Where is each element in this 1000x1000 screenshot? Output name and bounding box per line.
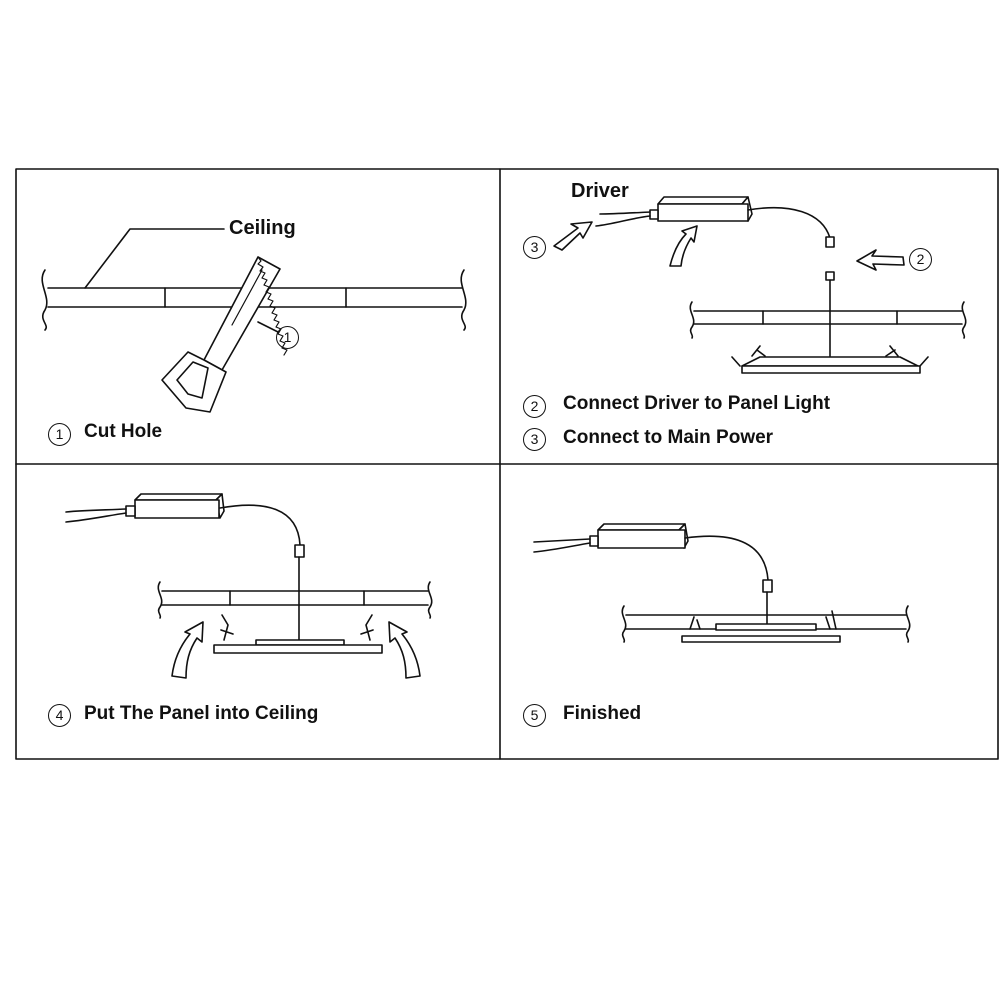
- panel-light: [681, 610, 841, 643]
- arrow-up-driver-icon: [669, 225, 698, 267]
- step-3-caption: Connect to Main Power: [563, 427, 774, 448]
- panel-light: [213, 614, 383, 654]
- driver-input-wires: [595, 211, 651, 227]
- panel-light: [731, 345, 929, 374]
- driver-box: [649, 196, 753, 222]
- saw-icon: [161, 256, 288, 413]
- driver-box: [589, 523, 689, 549]
- ceiling-board: [157, 581, 433, 619]
- step-1-badge: 1: [48, 423, 71, 446]
- arrow-right-up-icon: [388, 621, 421, 679]
- arrow-main-power-icon: [553, 221, 593, 251]
- wire-connector: [762, 579, 773, 593]
- panel-5-finished-illustration: [533, 523, 911, 643]
- driver-label: Driver: [571, 180, 629, 202]
- step-2-caption: Connect Driver to Panel Light: [563, 393, 831, 414]
- panel-2-connect-illustration: [553, 196, 967, 374]
- wire-connector: [294, 544, 305, 558]
- wire-connector-bottom: [825, 271, 835, 281]
- driver-output-wire: [219, 504, 301, 546]
- step-2-badge: 2: [523, 395, 546, 418]
- callout-1-leader-line: [257, 321, 279, 333]
- arrow-left-up-icon: [171, 621, 204, 679]
- step-4-caption: Put The Panel into Ceiling: [84, 703, 319, 724]
- driver-output-wire: [747, 206, 831, 239]
- callout-2-badge: 2: [909, 248, 932, 271]
- ceiling-label: Ceiling: [229, 217, 296, 239]
- driver-input-wires: [533, 538, 591, 553]
- ceiling-board: [689, 301, 967, 339]
- panel-4-insert-illustration: [65, 493, 433, 679]
- callout-1-badge: 1: [276, 326, 299, 349]
- wire-connector-top: [825, 236, 835, 248]
- arrow-connect-panel-icon: [856, 249, 905, 271]
- callout-3-badge: 3: [523, 236, 546, 259]
- step-1-caption: Cut Hole: [84, 421, 163, 442]
- step-4-badge: 4: [48, 704, 71, 727]
- driver-input-wires: [65, 508, 127, 523]
- driver-box: [125, 493, 225, 519]
- step-5-caption: Finished: [563, 703, 642, 724]
- step-3-badge: 3: [523, 428, 546, 451]
- panel-1-cut-hole-illustration: [41, 228, 467, 413]
- driver-output-wire: [684, 535, 769, 581]
- ceiling-leader-line: [84, 228, 225, 289]
- step-5-badge: 5: [523, 704, 546, 727]
